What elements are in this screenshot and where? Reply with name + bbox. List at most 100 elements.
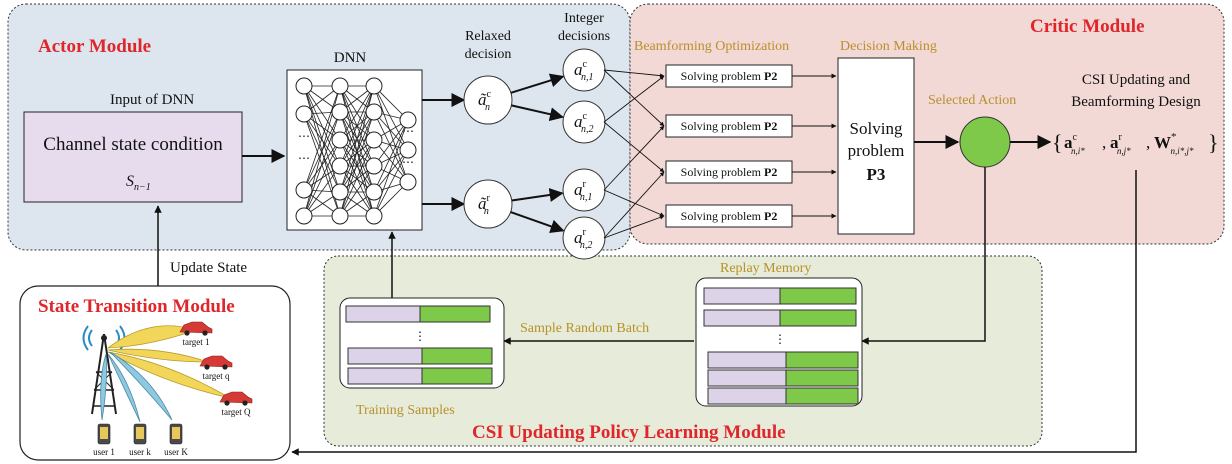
target-car: target q [199, 355, 233, 381]
row-ellipsis: ⋮ [414, 329, 426, 343]
target-vehicles: target 1 target q target Q [179, 321, 253, 417]
dnn-connection [373, 149, 409, 193]
integer-to-solver-arrow [603, 69, 665, 78]
integer-to-solver-arrow [603, 75, 665, 123]
relaxed-to-integer-arrow [511, 188, 564, 202]
dnn-connection [339, 139, 375, 217]
integer-to-solver-arrow [603, 215, 665, 239]
relaxed-to-integer-arrow [510, 211, 565, 234]
dnn-connection [373, 85, 409, 183]
state-symbol: Sn−1 [126, 173, 151, 193]
dnn-connection [339, 165, 375, 217]
base-station-tower [82, 325, 126, 415]
dnn-connection [373, 149, 409, 217]
memory-row [347, 367, 493, 385]
dnn-neuron [295, 105, 313, 123]
state-transition-title: State Transition Module [38, 296, 235, 317]
dnn-neuron [295, 181, 313, 199]
svg-text:acn,i*: acn,i* [1064, 132, 1085, 156]
user-label: user K [164, 447, 188, 457]
actor-module-title: Actor Module [38, 36, 151, 57]
solve-p2-box: Solving problem P2 [665, 114, 837, 138]
integer-to-solver-arrow [603, 121, 665, 173]
relaxed-decision-label-2: decision [465, 47, 512, 62]
dnn-label: DNN [334, 50, 367, 66]
dnn-ellipsis: ⋯ [298, 129, 310, 143]
solve-p2-box: Solving problem P2 [665, 64, 837, 88]
dnn-connection [339, 139, 375, 193]
dnn-neuron [365, 77, 383, 95]
replay-memory-label: Replay Memory [720, 261, 811, 276]
relaxed-decision-label-1: Relaxed [465, 29, 511, 44]
integer-to-solver-arrow [603, 171, 665, 239]
dnn-connection [303, 113, 341, 167]
integer-decisions-label-2: decisions [558, 29, 610, 44]
solve-p2-box: Solving problem P2 [665, 160, 837, 184]
channel-state-text: Channel state condition [43, 134, 223, 155]
target-label: target 1 [182, 337, 209, 347]
critic-module-panel [629, 3, 1225, 245]
arrow-action-to-replay [861, 167, 986, 345]
target-car: target 1 [179, 321, 213, 347]
user-phones: user 1 user k user K [93, 423, 188, 457]
policy-learning-title: CSI Updating Policy Learning Module [472, 422, 786, 443]
dnn-neuron [365, 131, 383, 149]
memory-row [703, 287, 857, 305]
selected-action-label: Selected Action [928, 93, 1016, 108]
csi-updating-label-2: Beamforming Design [1071, 94, 1201, 110]
p3-text-3: P3 [867, 165, 886, 184]
dnn-ellipsis: ⋯ [298, 151, 310, 165]
dnn-neuron [365, 103, 383, 121]
solve-p2-text: Solving problem P2 [681, 119, 778, 133]
dnn-connection [303, 139, 341, 217]
dnn-neuron [331, 131, 349, 149]
dnn-network: ⋯⋯⋯⋯ [295, 77, 417, 225]
solve-p2-box: Solving problem P2 [665, 204, 837, 228]
user-phone: user k [129, 423, 151, 457]
user-phone: user K [164, 423, 188, 457]
decision-making-label: Decision Making [840, 39, 937, 54]
dnn-neuron [365, 207, 383, 225]
relaxed-to-integer-arrow [511, 104, 564, 122]
user-phone: user 1 [93, 423, 115, 457]
dnn-connection [373, 119, 409, 217]
target-label: target Q [221, 407, 251, 417]
memory-row [345, 305, 491, 323]
update-state-label: Update State [170, 260, 247, 276]
training-sample-rows: ⋮ [345, 305, 493, 385]
dnn-neuron [295, 77, 313, 95]
dnn-ellipsis: ⋯ [402, 124, 414, 138]
target-label: target q [202, 371, 230, 381]
relaxed-to-integer-arrows [510, 73, 565, 234]
dnn-neuron [331, 103, 349, 121]
sensing-beams [100, 325, 231, 423]
svg-text:{: { [1052, 130, 1063, 155]
dnn-connection [339, 85, 375, 167]
dnn-neuron [331, 207, 349, 225]
user-label: user k [129, 447, 151, 457]
dnn-connection [339, 111, 375, 217]
dnn-neuron [295, 207, 313, 225]
integer-to-solver-arrows [603, 69, 665, 239]
dnn-neuron [331, 77, 349, 95]
training-samples-label: Training Samples [356, 403, 455, 418]
arrow-output-to-state [291, 170, 1137, 456]
memory-row [347, 347, 493, 365]
channel-state-box [23, 111, 243, 203]
